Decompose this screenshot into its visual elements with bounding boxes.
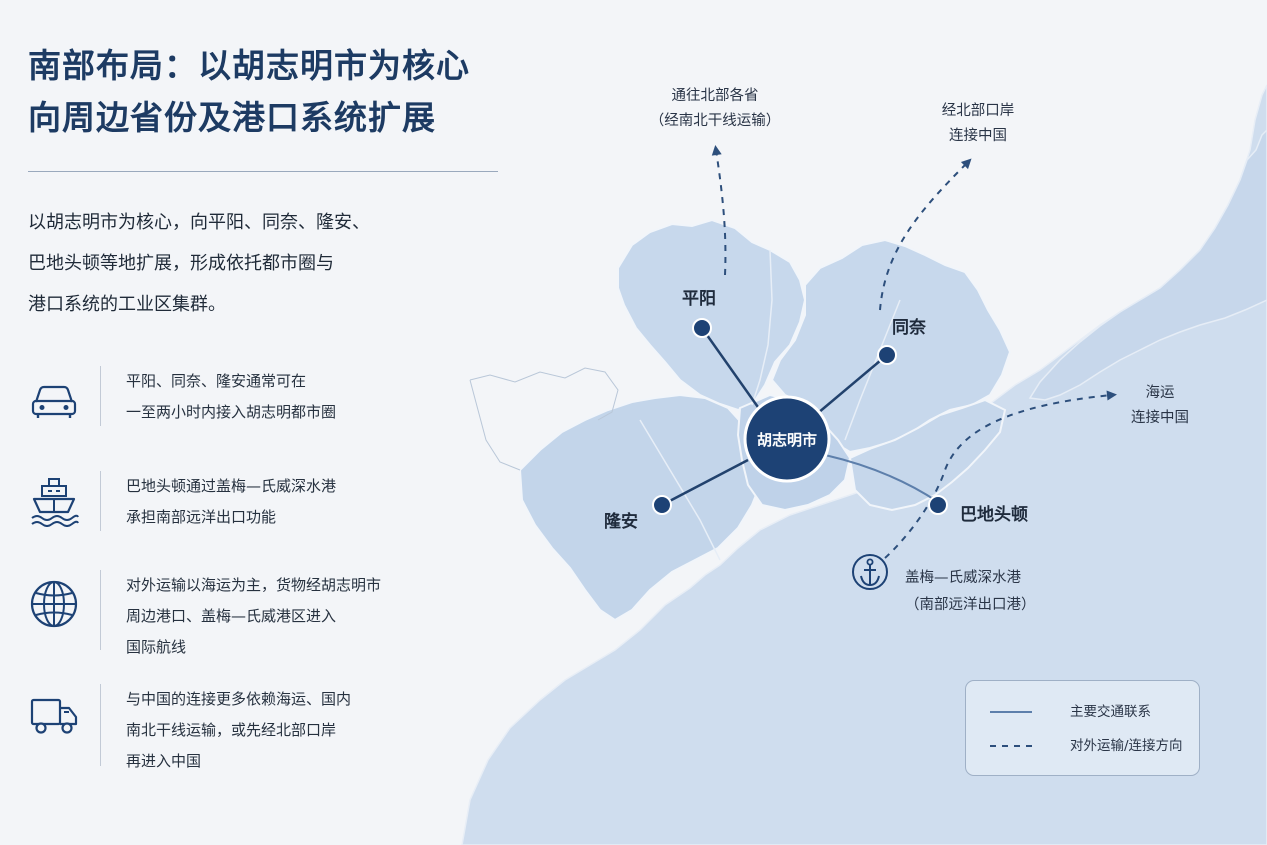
route-north-label-1: 通往北部各省 [672,87,759,104]
feature-divider [100,570,101,650]
route-north-label-2: （经南北干线运输） [650,112,781,129]
feature-divider [100,684,101,766]
province-ba-ria [848,398,1007,512]
feature-text-line: 与中国的连接更多依赖海运、国内 [126,690,352,708]
feature-text-line: 周边港口、盖梅—氏威港区进入 [126,607,337,625]
page-title-line-1: 南部布局：以胡志明市为核心 [28,46,470,85]
route-sea-label-1: 海运 [1146,384,1175,401]
feature-text-line: 南北干线运输，或先经北部口岸 [126,721,337,739]
province-binh-duong [617,218,807,412]
feature-text-line: 平阳、同奈、隆安通常可在 [126,372,307,390]
connectors-dashed [711,145,1117,559]
route-sea-label-2: 连接中国 [1131,409,1189,426]
legend-solid-label: 主要交通联系 [1070,704,1151,720]
nodes [652,318,948,515]
border-outline [469,367,619,471]
feature-text-line: 对外运输以海运为主，货物经胡志明市 [126,576,382,594]
port-label-2: （南部远洋出口港） [905,596,1036,613]
intro-paragraph: 以胡志明市为核心，向平阳、同奈、隆安、 巴地头顿等地扩展，形成依托都市圈与 港口… [28,202,488,325]
intro-line: 以胡志明市为核心，向平阳、同奈、隆安、 [28,212,370,233]
coast-ridge [1028,128,1267,401]
port-label-1: 盖梅—氏威深水港 [905,569,1021,586]
map-legend: 主要交通联系 对外运输/连接方向 [965,680,1200,776]
hub-node [743,395,831,483]
legend-dashed-line [990,745,1032,747]
province-long-an [518,393,764,622]
legend-solid-line [990,711,1032,713]
intro-line: 巴地头顿等地扩展，形成依托都市圈与 [28,253,334,274]
globe-icon [30,580,78,628]
label-long-an: 隆安 [604,511,638,532]
feature-divider [100,471,101,531]
feature-text-line: 再进入中国 [126,752,202,770]
route-border-label-1: 经北部口岸 [942,102,1015,119]
legend-dashed-label: 对外运输/连接方向 [1070,738,1183,754]
feature-text-line: 一至两小时内接入胡志明都市圈 [126,403,337,421]
feature-text-line: 巴地头顿通过盖梅—氏威深水港 [126,477,337,495]
ship-icon [31,478,79,527]
route-north [711,145,727,276]
route-border [879,158,972,311]
feature-text-line: 承担南部远洋出口功能 [126,508,277,526]
link-long-an [661,458,749,507]
link-binh-duong [700,327,762,411]
label-binh-duong: 平阳 [682,289,716,309]
truck-icon [30,698,78,734]
title-divider [28,171,498,172]
river [639,249,901,561]
anchor-icon [852,554,888,590]
page-title-line-2: 向周边省份及港口系统扩展 [28,98,436,137]
label-dong-nai: 同奈 [892,317,927,338]
intro-line: 港口系统的工业区集群。 [28,294,226,315]
node-binh-duong [692,318,712,338]
title-block: 南部布局：以胡志明市为核心 向周边省份及港口系统扩展 [28,40,498,144]
route-border-label-2: 连接中国 [949,127,1007,144]
label-ba-ria: 巴地头顿 [960,504,1028,525]
feature-divider [100,366,101,426]
legend-row-dashed: 对外运输/连接方向 [988,736,1188,756]
connectors-solid [661,327,939,507]
route-sea [884,390,1117,559]
node-dong-nai [877,345,897,365]
node-long-an [652,495,672,515]
node-ba-ria [928,495,948,515]
legend-row-solid: 主要交通联系 [988,702,1188,722]
feature-text-line: 国际航线 [126,638,187,656]
hub-label: 胡志明市 [757,431,817,449]
link-dong-nai [817,354,888,414]
car-icon [31,385,77,418]
link-ba-ria [824,454,939,503]
